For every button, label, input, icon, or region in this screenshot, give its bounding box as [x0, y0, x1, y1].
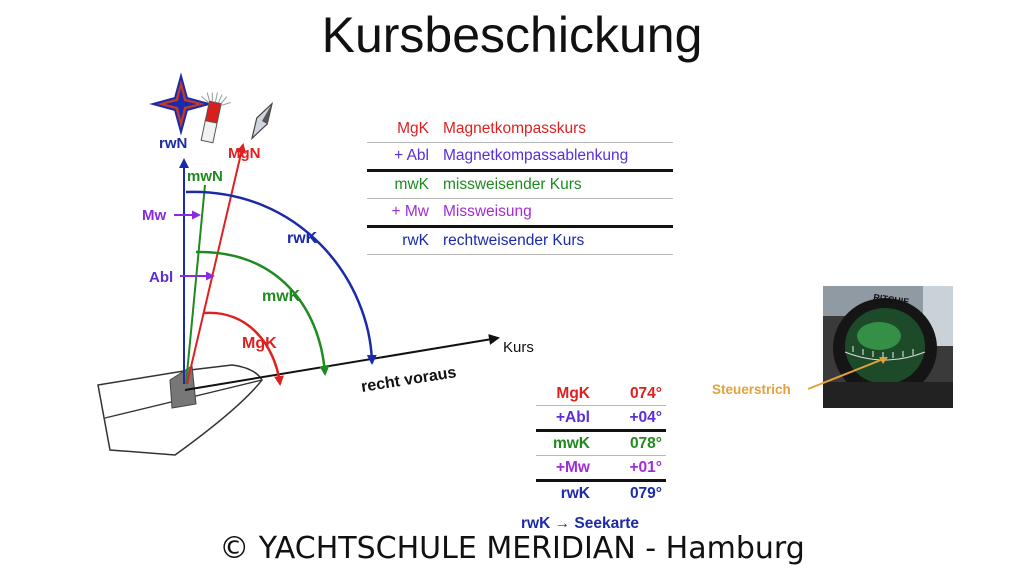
legend-table: MgK Magnetkompasskurs + Abl Magnetkompas… — [367, 116, 673, 255]
brand-label: RITCHIE — [873, 292, 910, 307]
mwN-line — [185, 184, 206, 385]
page-title: Kursbeschickung — [321, 7, 703, 63]
seekarte-note: rwK → Seekarte — [521, 515, 640, 532]
rwK-arc — [185, 190, 377, 365]
legend-row: + Mw Missweisung — [367, 199, 673, 228]
calc-value: 079° — [629, 484, 662, 502]
MgN-line — [186, 143, 247, 385]
legend-desc: Magnetkompasskurs — [443, 120, 587, 137]
calc-label: MgK — [556, 384, 590, 402]
legend-desc: Magnetkompassablenkung — [443, 147, 629, 164]
legend-desc: Missweisung — [443, 203, 532, 220]
calc-row: MgK 074° — [536, 382, 666, 406]
legend-abbr: rwK — [402, 232, 429, 249]
legend-row: + Abl Magnetkompassablenkung — [367, 143, 673, 172]
calc-row: rwK 079° — [536, 482, 666, 505]
calc-value: 074° — [629, 384, 662, 402]
legend-abbr: mwK — [394, 176, 429, 193]
Mw-label: Mw — [142, 207, 166, 224]
copyright-footer: © YACHTSCHULE MERIDIAN - Hamburg — [219, 531, 805, 566]
calc-label: rwK — [560, 484, 590, 502]
north-arrow-icon — [250, 101, 274, 141]
calc-value: 078° — [629, 434, 662, 452]
MgN-label: MgN — [228, 145, 261, 162]
legend-abbr: MgK — [397, 120, 429, 137]
mwK-label: mwK — [262, 288, 301, 305]
compass-photo: RITCHIE — [823, 286, 953, 408]
calc-row: +Abl +04° — [536, 406, 666, 432]
compass-rose-icon — [149, 72, 213, 136]
rwK-label: rwK — [287, 230, 318, 247]
legend-desc: missweisender Kurs — [443, 176, 582, 193]
calculation-table: MgK 074° +Abl +04° mwK 078° +Mw +01° rwK… — [536, 382, 666, 505]
kurs-label: Kurs — [503, 339, 534, 356]
compass-photo-drawing: RITCHIE — [823, 286, 953, 408]
calc-value: +01° — [629, 458, 663, 476]
rwN-label: rwN — [159, 135, 187, 152]
calc-value: +04° — [629, 408, 663, 426]
course-line — [184, 334, 500, 391]
calc-row: mwK 078° — [536, 432, 666, 456]
calc-row: +Mw +01° — [536, 456, 666, 482]
legend-desc: rechtweisender Kurs — [443, 232, 585, 249]
calc-label: +Abl — [555, 408, 590, 426]
legend-abbr: + Abl — [394, 147, 429, 164]
legend-abbr: + Mw — [391, 203, 429, 220]
legend-row: mwK missweisender Kurs — [367, 172, 673, 199]
mwN-label: mwN — [187, 168, 223, 185]
MgK-label: MgK — [242, 335, 277, 352]
calc-label: mwK — [552, 434, 590, 452]
calc-label: +Mw — [555, 458, 590, 476]
steuerstrich-label: Steuerstrich — [712, 382, 791, 397]
Abl-label: Abl — [149, 269, 173, 286]
legend-row: MgK Magnetkompasskurs — [367, 116, 673, 143]
legend-row: rwK rechtweisender Kurs — [367, 228, 673, 255]
magnet-needle-icon — [200, 92, 231, 144]
mwK-arc — [195, 250, 330, 376]
MgK-arc — [203, 311, 284, 386]
